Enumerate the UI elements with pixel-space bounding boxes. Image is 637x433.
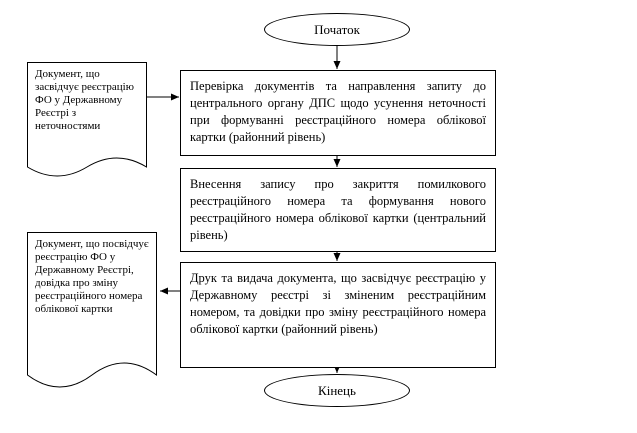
start-label: Початок	[314, 21, 360, 37]
input-document-text: Документ, що засвідчує реєстрацію ФО у Д…	[35, 68, 134, 132]
process3-node: Друк та видача документа, що засвідчує р…	[180, 262, 496, 368]
input-document-node: Документ, що засвідчує реєстрацію ФО у Д…	[27, 62, 147, 188]
output-document-text: Документ, що посвідчує реєстрацію ФО у Д…	[35, 238, 149, 315]
end-label: Кінець	[318, 382, 356, 398]
document-shape	[27, 232, 157, 388]
process1-node: Перевірка документів та направлення запи…	[180, 70, 496, 156]
process2-node: Внесення запису про закриття помилкового…	[180, 168, 496, 252]
output-document-node: Документ, що посвідчує реєстрацію ФО у Д…	[27, 232, 157, 400]
document-shape	[27, 62, 147, 177]
process1-text: Перевірка документів та направлення запи…	[190, 79, 486, 144]
end-node: Кінець	[264, 374, 410, 407]
start-node: Початок	[264, 13, 410, 46]
process3-text: Друк та видача документа, що засвідчує р…	[190, 271, 486, 336]
process2-text: Внесення запису про закриття помилкового…	[190, 177, 486, 242]
